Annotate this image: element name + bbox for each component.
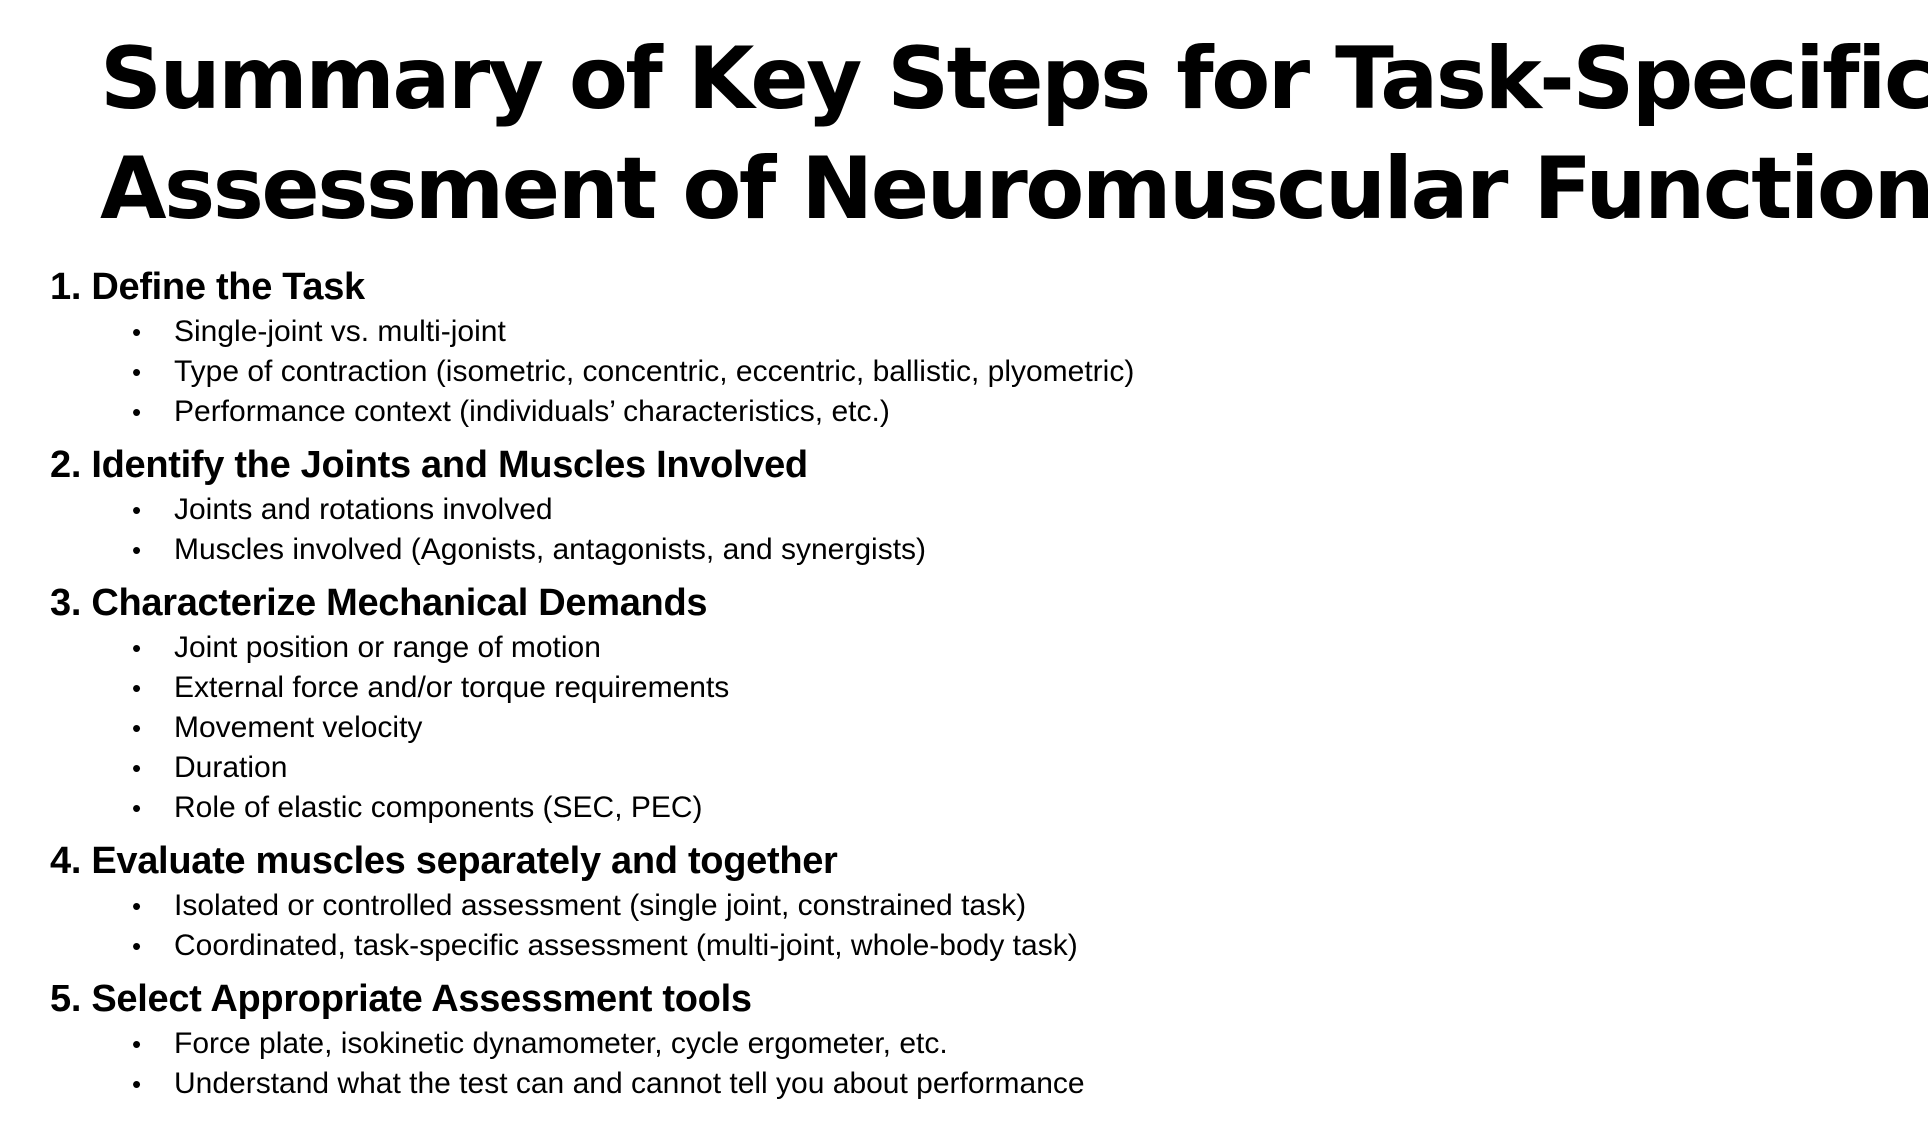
bullet-text: Muscles involved (Agonists, antagonists,… bbox=[174, 533, 927, 566]
bullet-icon: • bbox=[132, 1069, 142, 1099]
bullet-text: Movement velocity bbox=[174, 711, 423, 744]
bullet-item: • Isolated or controlled assessment (sing… bbox=[50, 886, 1750, 926]
bullet-text: Single-joint vs. multi-joint bbox=[174, 315, 506, 348]
bullet-text: Joints and rotations involved bbox=[174, 493, 553, 526]
bullet-icon: • bbox=[132, 357, 142, 387]
bullet-icon: • bbox=[132, 673, 142, 703]
bullet-text: Force plate, isokinetic dynamometer, cyc… bbox=[174, 1027, 948, 1060]
bullet-text: Duration bbox=[174, 751, 288, 784]
bullet-text: Joint position or range of motion bbox=[174, 631, 601, 664]
bullet-item: • Force plate, isokinetic dynamometer, cy… bbox=[50, 1024, 1750, 1064]
step-heading: 1. Define the Task bbox=[50, 266, 365, 308]
steps-list: 1. Define the Task • Single-joint vs. mul… bbox=[50, 262, 1750, 1112]
bullet-text: Type of contraction (isometric, concentr… bbox=[174, 355, 1135, 388]
step-3: 3. Characterize Mechanical Demands • Join… bbox=[50, 578, 1750, 828]
bullet-icon: • bbox=[132, 535, 142, 565]
bullet-item: • Understand what the test can and cannot… bbox=[50, 1064, 1750, 1104]
step-heading: 2. Identify the Joints and Muscles Invol… bbox=[50, 444, 808, 486]
bullet-icon: • bbox=[132, 1029, 142, 1059]
step-bullets: • Force plate, isokinetic dynamometer, cy… bbox=[50, 1024, 1750, 1104]
bullet-icon: • bbox=[132, 891, 142, 921]
bullet-text: Understand what the test can and cannot … bbox=[174, 1067, 1085, 1100]
slide-title-line-2: Assessment of Neuromuscular Function bbox=[100, 139, 1928, 239]
bullet-item: • Coordinated, task-specific assessment (… bbox=[50, 926, 1750, 966]
step-5: 5. Select Appropriate Assessment tools •… bbox=[50, 974, 1750, 1104]
step-bullets: • Isolated or controlled assessment (sing… bbox=[50, 886, 1750, 966]
bullet-icon: • bbox=[132, 495, 142, 525]
bullet-text: External force and/or torque requirement… bbox=[174, 671, 730, 704]
step-4: 4. Evaluate muscles separately and toget… bbox=[50, 836, 1750, 966]
bullet-item: • Role of elastic components (SEC, PEC) bbox=[50, 788, 1750, 828]
bullet-icon: • bbox=[132, 931, 142, 961]
bullet-icon: • bbox=[132, 753, 142, 783]
bullet-icon: • bbox=[132, 633, 142, 663]
bullet-item: • Performance context (individuals’ chara… bbox=[50, 392, 1750, 432]
bullet-item: • Movement velocity bbox=[50, 708, 1750, 748]
step-bullets: • Joints and rotations involved • Muscles … bbox=[50, 490, 1750, 570]
step-bullets: • Single-joint vs. multi-joint • Type of c… bbox=[50, 312, 1750, 432]
bullet-item: • Single-joint vs. multi-joint bbox=[50, 312, 1750, 352]
bullet-item: • Joints and rotations involved bbox=[50, 490, 1750, 530]
step-heading: 4. Evaluate muscles separately and toget… bbox=[50, 840, 838, 882]
bullet-text: Isolated or controlled assessment (singl… bbox=[174, 889, 1027, 922]
slide-title-line-1: Summary of Key Steps for Task-Specific bbox=[100, 29, 1928, 129]
bullet-item: • Muscles involved (Agonists, antagonists… bbox=[50, 530, 1750, 570]
step-1: 1. Define the Task • Single-joint vs. mul… bbox=[50, 262, 1750, 432]
bullet-item: • Type of contraction (isometric, concent… bbox=[50, 352, 1750, 392]
bullet-text: Coordinated, task-specific assessment (m… bbox=[174, 929, 1078, 962]
step-bullets: • Joint position or range of motion • Exte… bbox=[50, 628, 1750, 828]
bullet-icon: • bbox=[132, 793, 142, 823]
bullet-item: • Duration bbox=[50, 748, 1750, 788]
step-heading: 3. Characterize Mechanical Demands bbox=[50, 582, 708, 624]
bullet-text: Role of elastic components (SEC, PEC) bbox=[174, 791, 703, 824]
bullet-icon: • bbox=[132, 713, 142, 743]
slide-title: Summary of Key Steps for Task-Specific A… bbox=[100, 24, 1928, 244]
bullet-icon: • bbox=[132, 397, 142, 427]
bullet-item: • Joint position or range of motion bbox=[50, 628, 1750, 668]
bullet-icon: • bbox=[132, 317, 142, 347]
step-heading: 5. Select Appropriate Assessment tools bbox=[50, 978, 752, 1020]
step-2: 2. Identify the Joints and Muscles Invol… bbox=[50, 440, 1750, 570]
bullet-text: Performance context (individuals’ charac… bbox=[174, 395, 890, 428]
bullet-item: • External force and/or torque requiremen… bbox=[50, 668, 1750, 708]
